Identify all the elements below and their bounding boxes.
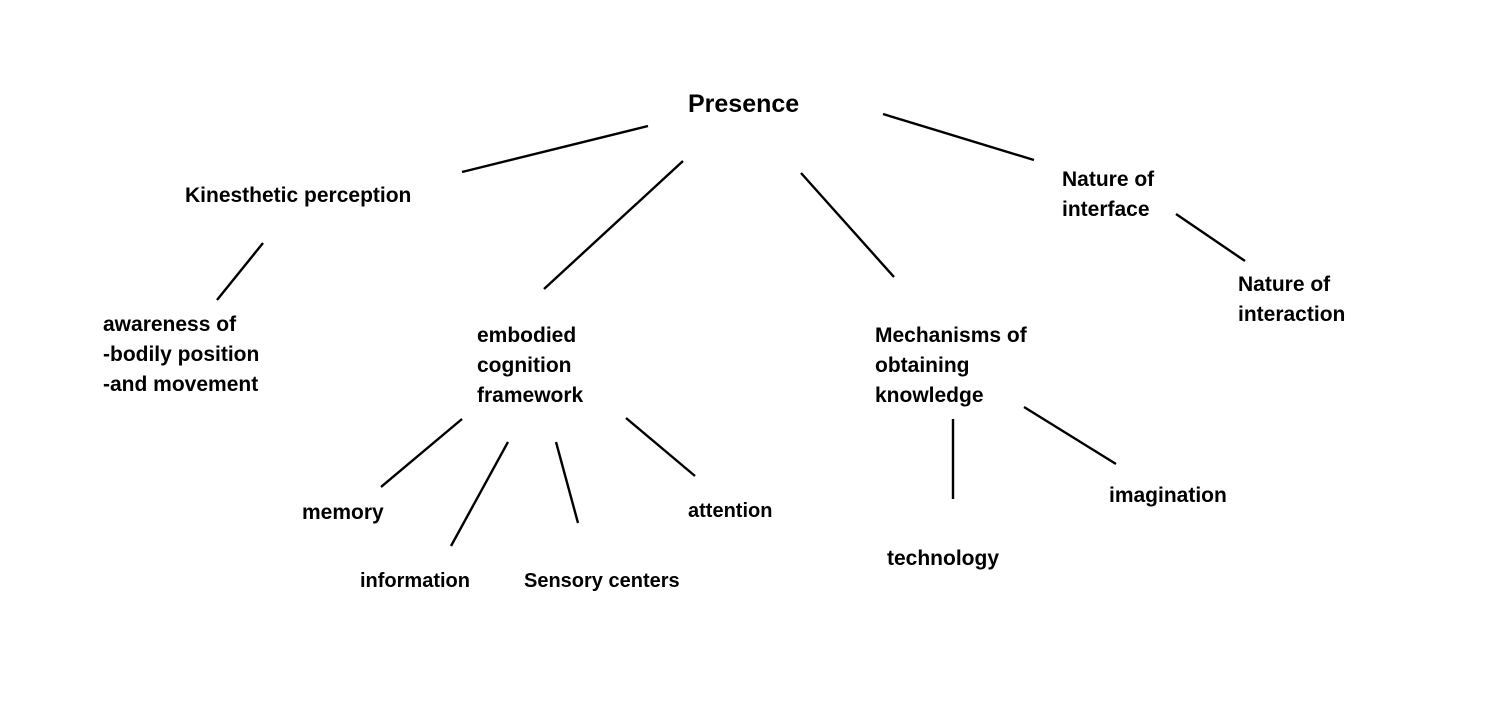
node-attention: attention bbox=[688, 496, 772, 526]
edge-embodied-sensory bbox=[554, 441, 580, 524]
node-technology: technology bbox=[887, 544, 999, 574]
node-imagination-line-1: imagination bbox=[1109, 484, 1227, 507]
node-kinesthetic-line-1: Kinesthetic perception bbox=[185, 184, 412, 207]
node-sensory-centers: Sensory centers bbox=[524, 566, 680, 596]
node-nature-of-interface: Nature of interface bbox=[1062, 165, 1154, 225]
node-imagination: imagination bbox=[1109, 481, 1227, 511]
edge-embodied-memory bbox=[380, 418, 463, 488]
edge-presence-interface bbox=[882, 112, 1035, 162]
node-awareness-line-1: awareness of bbox=[103, 313, 237, 336]
node-sensory-line-1: Sensory centers bbox=[524, 570, 680, 592]
node-mechanisms-line-2: obtaining bbox=[875, 354, 970, 377]
node-presence: Presence bbox=[688, 89, 799, 119]
node-awareness-line-2: -bodily position bbox=[103, 343, 260, 366]
node-memory: memory bbox=[302, 498, 384, 528]
edge-embodied-attention bbox=[625, 417, 696, 477]
edge-presence-embodied bbox=[543, 160, 684, 290]
node-information: information bbox=[360, 566, 470, 596]
node-nature-of-interaction: Nature of interaction bbox=[1238, 270, 1345, 330]
node-awareness: awareness of -bodily position -and movem… bbox=[103, 310, 259, 400]
node-embodied-line-3: framework bbox=[477, 384, 584, 407]
node-embodied-line-2: cognition bbox=[477, 354, 572, 377]
edge-mechanisms-imagination bbox=[1023, 405, 1117, 466]
node-mechanisms-line-1: Mechanisms of bbox=[875, 324, 1027, 347]
node-interaction-line-1: Nature of bbox=[1238, 273, 1331, 296]
node-technology-line-1: technology bbox=[887, 547, 1000, 570]
node-attention-line-1: attention bbox=[688, 500, 773, 522]
edge-embodied-information bbox=[449, 441, 510, 547]
node-embodied-cognition: embodied cognition framework bbox=[477, 321, 583, 411]
node-interaction-line-2: interaction bbox=[1238, 303, 1346, 326]
node-mechanisms: Mechanisms of obtaining knowledge bbox=[875, 321, 1027, 411]
node-information-line-1: information bbox=[360, 570, 470, 592]
node-embodied-line-1: embodied bbox=[477, 324, 577, 347]
edge-kinesthetic-awareness bbox=[216, 242, 264, 301]
node-interface-line-2: interface bbox=[1062, 198, 1150, 221]
edge-presence-kinesthetic bbox=[461, 124, 649, 174]
node-presence-line-1: Presence bbox=[688, 90, 800, 118]
node-kinesthetic-perception: Kinesthetic perception bbox=[185, 181, 411, 211]
edge-presence-mechanisms bbox=[800, 172, 895, 278]
node-awareness-line-3: -and movement bbox=[103, 373, 259, 396]
node-mechanisms-line-3: knowledge bbox=[875, 384, 984, 407]
node-memory-line-1: memory bbox=[302, 501, 384, 524]
edge-interface-interaction bbox=[1175, 213, 1246, 262]
node-interface-line-1: Nature of bbox=[1062, 168, 1155, 191]
